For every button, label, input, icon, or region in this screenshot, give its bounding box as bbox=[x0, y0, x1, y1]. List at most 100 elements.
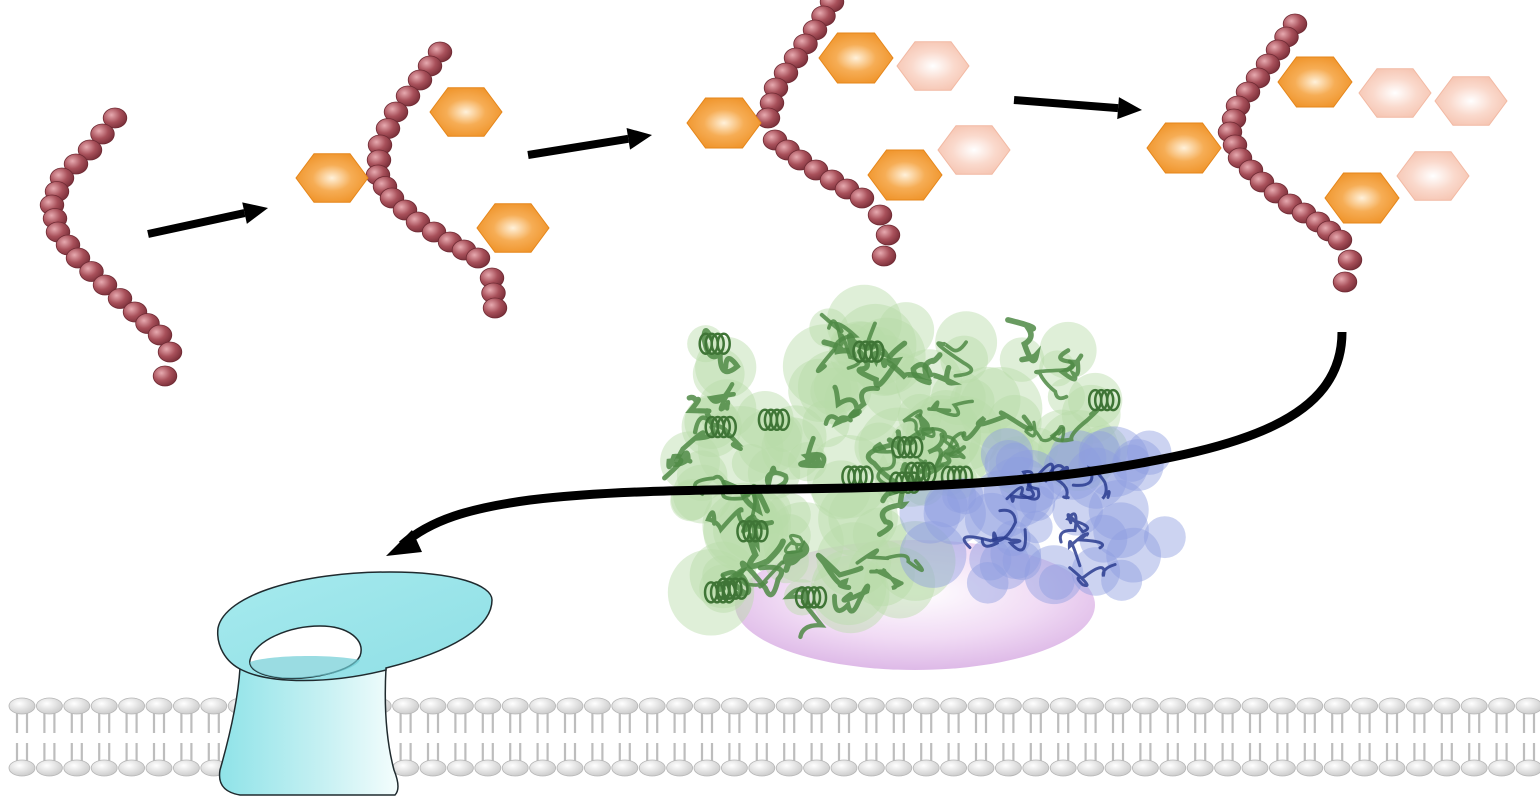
step-arrow-shaft bbox=[1013, 96, 1119, 113]
lipid bbox=[8, 697, 36, 777]
lipid bbox=[830, 697, 858, 777]
lipid-head-upper bbox=[940, 697, 967, 715]
lipid bbox=[36, 697, 63, 777]
lipid-head-lower bbox=[1515, 759, 1540, 777]
lipid-head-lower bbox=[693, 759, 721, 777]
enzyme-ribbon-segment bbox=[721, 479, 770, 517]
enzyme-ribbon-segment bbox=[815, 552, 864, 591]
helix-turn bbox=[754, 520, 769, 543]
lipid-head-lower bbox=[940, 759, 967, 777]
lipid-head-upper bbox=[584, 697, 611, 715]
lipid bbox=[1104, 697, 1132, 777]
glucose-hexagon-icon bbox=[686, 97, 762, 149]
lipid bbox=[556, 697, 584, 777]
lipid-head-lower bbox=[1433, 759, 1461, 777]
enzyme-surface-blob bbox=[670, 479, 713, 521]
helix-turn bbox=[806, 586, 822, 609]
chain-bead bbox=[63, 153, 89, 175]
enzyme-helix bbox=[794, 586, 828, 609]
lipid-head-upper bbox=[1323, 697, 1351, 715]
lipid-head-lower bbox=[830, 759, 858, 777]
lipid bbox=[392, 697, 420, 777]
helix-turn bbox=[710, 332, 725, 355]
lipid-head-upper bbox=[419, 697, 447, 715]
chain-bead bbox=[90, 123, 115, 145]
enzyme-blue-surface-blob bbox=[969, 538, 1012, 581]
enzyme-surface-blob bbox=[1079, 425, 1129, 474]
lipid-head-upper bbox=[172, 697, 200, 715]
enzyme-helix bbox=[890, 436, 924, 459]
lipid-head-lower bbox=[1077, 759, 1104, 777]
lipid-head-upper bbox=[529, 697, 556, 715]
glucose-hexagon-icon bbox=[818, 32, 894, 84]
enzyme-blue-surface-blob bbox=[1143, 516, 1186, 559]
lipid-head-lower bbox=[1049, 759, 1077, 777]
stage-4 bbox=[1146, 13, 1508, 293]
chain-bead bbox=[102, 107, 128, 129]
enzyme-blue-surface-blob bbox=[1019, 485, 1056, 522]
helix-turn bbox=[716, 415, 731, 439]
lipid-head-lower bbox=[1378, 759, 1406, 777]
lipid bbox=[638, 697, 666, 777]
transport-arrow bbox=[386, 331, 1347, 556]
enzyme-blue-surface-blob bbox=[1038, 564, 1075, 600]
lipid bbox=[1515, 697, 1540, 777]
enzyme-surface-blob bbox=[788, 358, 852, 422]
lipid-head-upper bbox=[721, 697, 748, 715]
enzyme-ribbon-segment bbox=[1058, 512, 1090, 544]
secondary-glucose-hexagon-icon bbox=[1396, 151, 1470, 201]
enzyme-ribbon-segment bbox=[832, 384, 881, 419]
lipid bbox=[1132, 697, 1159, 777]
lipid-head-upper bbox=[474, 697, 502, 715]
lipid-head-upper bbox=[830, 697, 858, 715]
enzyme-blue-surface-blob bbox=[923, 482, 986, 545]
lipid-head-lower bbox=[419, 759, 447, 777]
enzyme-ribbon-segment bbox=[936, 340, 974, 378]
chain-bead bbox=[107, 288, 133, 309]
glucose-hexagon-icon bbox=[429, 87, 503, 137]
lipid-head-upper bbox=[392, 697, 420, 715]
lipid bbox=[885, 697, 913, 777]
enzyme-ribbon-segment bbox=[910, 361, 962, 386]
glucose-hexagon-icon bbox=[476, 203, 550, 253]
enzyme-helix bbox=[1087, 388, 1121, 412]
transport-arrow-path bbox=[399, 331, 1347, 549]
lipid bbox=[1406, 697, 1433, 777]
lipid-head-upper bbox=[1269, 697, 1296, 715]
lipid-head-lower bbox=[721, 759, 748, 777]
helix-turn bbox=[734, 577, 749, 600]
glucose-hexagon-icon bbox=[1277, 56, 1353, 108]
lipid-head-upper bbox=[1077, 697, 1104, 715]
chain-bead bbox=[407, 69, 433, 91]
lipid-head-upper bbox=[501, 697, 529, 715]
enzyme-surface-blob bbox=[731, 443, 771, 483]
lipid-head-upper bbox=[666, 697, 693, 715]
lipid-head-upper bbox=[446, 697, 474, 715]
catalytic-sphere bbox=[735, 540, 1095, 670]
lipid-head-lower bbox=[1406, 759, 1433, 777]
enzyme-ribbon-segment bbox=[1024, 420, 1066, 443]
step-arrow-head bbox=[1117, 97, 1142, 120]
lipid-head-upper bbox=[1460, 697, 1488, 715]
lipid bbox=[967, 697, 995, 777]
lipid bbox=[666, 697, 693, 777]
lipid-head-lower bbox=[8, 759, 36, 777]
lipid bbox=[172, 697, 200, 777]
lipid-head-upper bbox=[1515, 697, 1540, 715]
lipid bbox=[63, 697, 91, 777]
lipid-head-upper bbox=[775, 697, 803, 715]
lipid bbox=[90, 697, 118, 777]
helix-turn bbox=[769, 408, 785, 432]
chain-bead bbox=[465, 247, 491, 269]
lipid-head-upper bbox=[118, 697, 146, 715]
lipid-head-lower bbox=[1104, 759, 1132, 777]
lipid-head-upper bbox=[748, 697, 776, 715]
enzyme-blue-surface-blob bbox=[1078, 430, 1121, 473]
lipid bbox=[1378, 697, 1406, 777]
lipid-head-lower bbox=[912, 759, 940, 777]
lipid-head-upper bbox=[1296, 697, 1324, 715]
enzyme-ribbon-segment bbox=[927, 399, 974, 417]
lipid bbox=[501, 697, 529, 777]
enzyme-ribbon-segment bbox=[798, 435, 827, 469]
lipid-head-lower bbox=[1159, 759, 1187, 777]
